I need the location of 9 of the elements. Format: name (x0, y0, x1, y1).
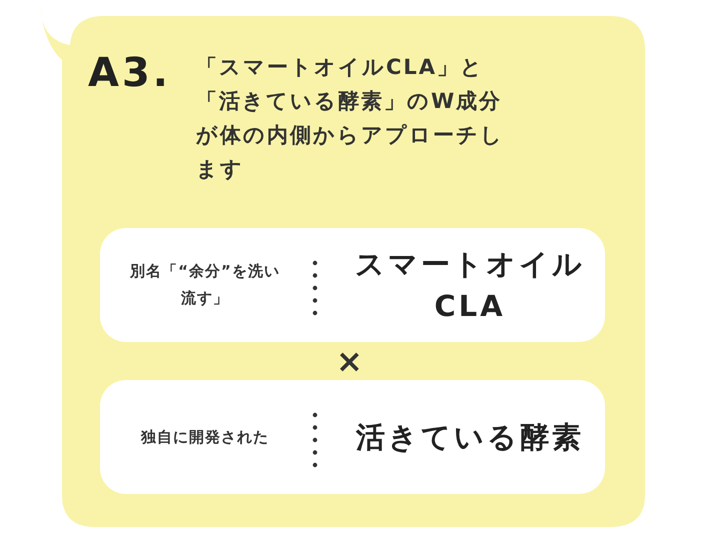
card-subtitle: 独自に開発された (140, 426, 270, 448)
card-subtitle: 別名「“余分”を洗い流す」 (130, 261, 280, 309)
info-card (100, 380, 605, 494)
answer-text: 「スマートオイルCLA」と「活きている酵素」のW成分が体の内側からアプローチします (196, 54, 505, 183)
card-heading: スマートオイルCLA (354, 246, 586, 325)
info-card (100, 228, 605, 342)
multiply-sign: × (336, 343, 363, 379)
card-heading: 活きている酵素 (354, 419, 585, 456)
answer-number: A3. (88, 50, 171, 96)
